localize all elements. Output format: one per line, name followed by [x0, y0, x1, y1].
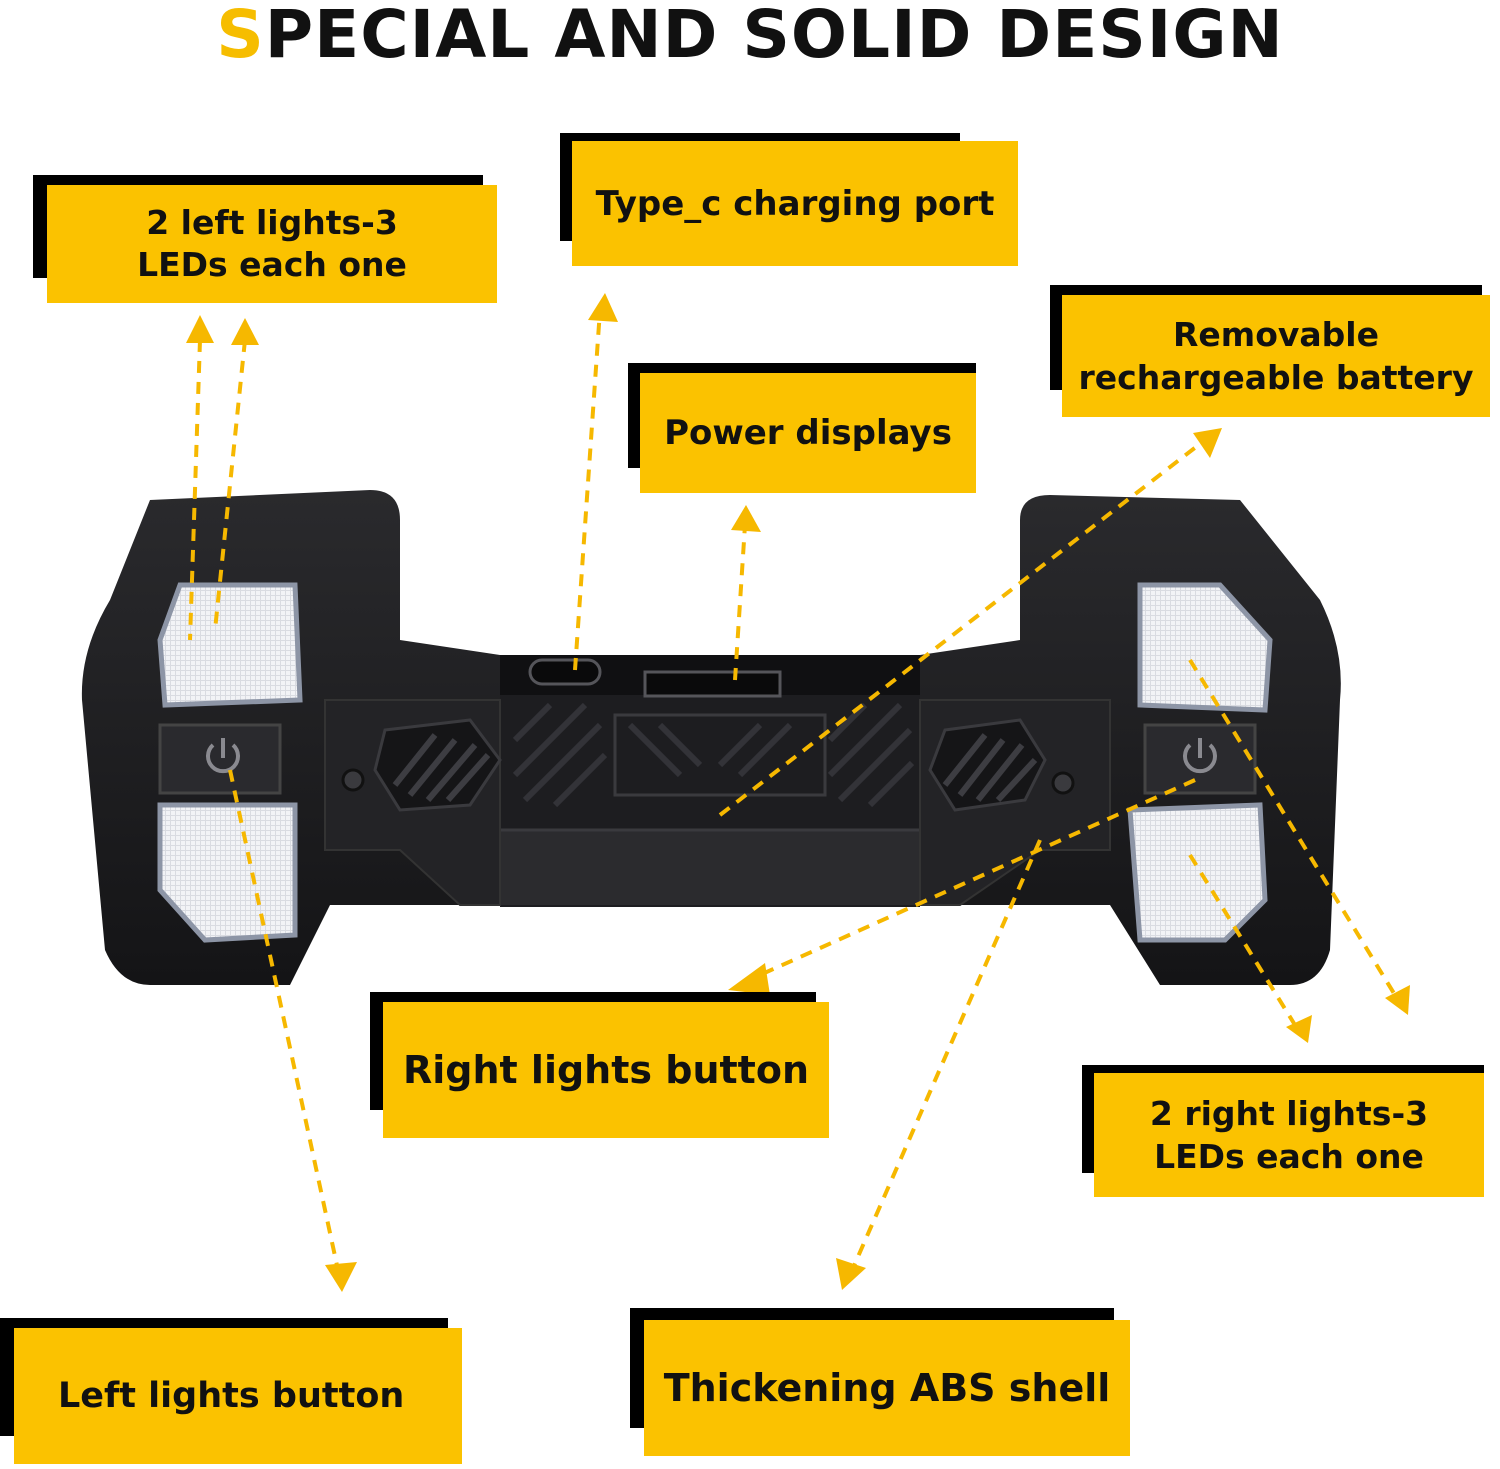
charging-port-label: Type_c charging port [595, 183, 995, 224]
left-button-label: Left lights button [58, 1376, 405, 1416]
power-displays-label: Power displays [664, 413, 952, 453]
title-first-letter: S [216, 0, 265, 73]
left-lights [157, 582, 303, 943]
usb-c-port [528, 658, 602, 686]
battery-line-2: rechargeable battery [1078, 358, 1474, 397]
power-display-window [643, 670, 782, 698]
left-power-button [158, 723, 282, 795]
left-lights-line-2: LEDs each one [137, 245, 407, 284]
power-icon [1183, 738, 1217, 774]
right-button-label: Right lights button [403, 1048, 809, 1092]
annotation-arrows [188, 309, 1397, 1276]
page-title: SPECIAL AND SOLID DESIGN [0, 0, 1500, 70]
center-ribs [512, 702, 915, 808]
callout-battery: Removable rechargeable battery [1050, 285, 1490, 420]
abs-shell-label: Thickening ABS shell [663, 1366, 1111, 1410]
left-lights-line-1: 2 left lights-3 [146, 203, 398, 242]
power-icon [206, 738, 240, 774]
right-power-button [1143, 723, 1257, 795]
callout-power-displays: Power displays [628, 363, 978, 495]
callout-left-button: Left lights button [0, 1318, 464, 1466]
battery-line-1: Removable [1173, 315, 1379, 354]
callout-charging-port: Type_c charging port [560, 133, 1020, 268]
callout-left-lights: 2 left lights-3 LEDs each one [33, 175, 498, 305]
right-lights [1127, 582, 1273, 943]
vent-right [928, 718, 1047, 812]
right-lights-line-1: 2 right lights-3 [1149, 1094, 1429, 1133]
callout-right-lights: 2 right lights-3 LEDs each one [1082, 1065, 1486, 1200]
title-rest: PECIAL AND SOLID DESIGN [264, 0, 1284, 73]
arrow-icon [186, 293, 1410, 1292]
right-lights-line-2: LEDs each one [1154, 1137, 1424, 1176]
callout-abs-shell: Thickening ABS shell [630, 1308, 1132, 1458]
callout-right-button: Right lights button [370, 992, 832, 1140]
vent-left [373, 718, 502, 812]
